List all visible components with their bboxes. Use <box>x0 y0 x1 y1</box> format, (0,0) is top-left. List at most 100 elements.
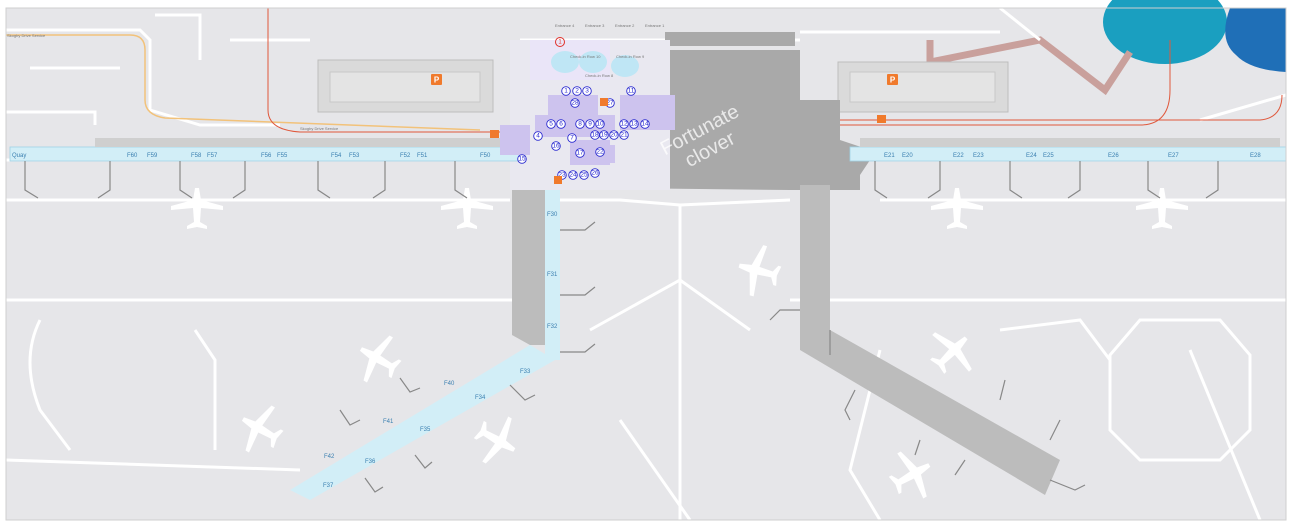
gate-f32[interactable]: F32 <box>547 324 558 330</box>
marker-16[interactable]: 16 <box>552 143 560 150</box>
service-road <box>6 34 481 131</box>
red-marker-label: 1 <box>558 40 562 46</box>
parking-west-icon[interactable]: P <box>431 74 442 85</box>
south-pier-gates <box>545 190 560 360</box>
gate-f35[interactable]: F35 <box>420 427 431 433</box>
gate-f33[interactable]: F33 <box>520 369 531 375</box>
marker-19[interactable]: 19 <box>600 132 608 139</box>
road-network <box>5 6 1287 521</box>
gate-e22[interactable]: E22 <box>953 153 964 159</box>
south-pier-gate-labels: F30 F31 F32 F33 F34 F35 F36 F37 F40 F41 … <box>323 212 558 489</box>
parking-east-icon[interactable]: P <box>887 74 898 85</box>
poi-marker-numbers: 1 2 3 4 5 6 7 8 9 10 11 12 13 14 15 16 1… <box>518 88 649 179</box>
marker-5[interactable]: 5 <box>549 121 553 128</box>
gate-f54[interactable]: F54 <box>331 153 342 159</box>
jet-bridges <box>24 161 1219 493</box>
south-pier <box>512 190 545 345</box>
west-corridor-roof <box>95 138 525 147</box>
map-frame <box>5 7 1287 521</box>
check-in-row-9: Check-in Row 9 <box>616 54 645 59</box>
red-marker[interactable]: 1 <box>555 37 565 47</box>
entrance-4[interactable]: Entrance 4 <box>555 23 575 28</box>
gate-f58[interactable]: F58 <box>191 153 202 159</box>
entrance-1[interactable]: Entrance 1 <box>645 23 665 28</box>
entrance-3[interactable]: Entrance 3 <box>585 23 605 28</box>
gate-f41[interactable]: F41 <box>383 419 394 425</box>
marker-27[interactable]: 27 <box>606 100 614 107</box>
marker-9[interactable]: 9 <box>588 121 592 128</box>
gate-e23[interactable]: E23 <box>973 153 984 159</box>
marker-8[interactable]: 8 <box>578 121 582 128</box>
check-in-island-8[interactable] <box>611 55 639 77</box>
marker-13[interactable]: 13 <box>630 121 638 128</box>
gate-e20[interactable]: E20 <box>902 153 913 159</box>
rail-line-east-2 <box>840 94 1283 121</box>
gate-f53[interactable]: F53 <box>349 153 360 159</box>
road-label-top-left: Skogby Drive Service <box>7 33 46 38</box>
parking-east-label: P <box>890 76 896 85</box>
east-pier <box>800 185 1060 495</box>
gate-e27[interactable]: E27 <box>1168 153 1179 159</box>
gate-e28[interactable]: E28 <box>1250 153 1261 159</box>
marker-14[interactable]: 14 <box>641 121 649 128</box>
gate-f60[interactable]: F60 <box>127 153 138 159</box>
orange-service-icons <box>490 98 886 184</box>
check-in-island-9[interactable] <box>579 51 607 73</box>
gate-f57[interactable]: F57 <box>207 153 218 159</box>
marker-10[interactable]: 10 <box>596 121 604 128</box>
parking-west-label: P <box>434 76 440 85</box>
sea-area <box>1225 8 1286 72</box>
marker-3[interactable]: 3 <box>585 88 589 95</box>
east-gate-corridor <box>849 146 1287 162</box>
gate-e24[interactable]: E24 <box>1026 153 1037 159</box>
marker-12[interactable]: 12 <box>620 121 628 128</box>
marker-1[interactable]: 1 <box>564 88 568 95</box>
marker-23[interactable]: 23 <box>558 172 566 179</box>
marker-25[interactable]: 25 <box>580 172 588 179</box>
gate-f31[interactable]: F31 <box>547 272 558 278</box>
marker-11[interactable]: 11 <box>628 88 635 95</box>
gate-f37[interactable]: F37 <box>323 483 334 489</box>
gate-f40[interactable]: F40 <box>444 381 455 387</box>
parking-deck-west <box>329 71 481 103</box>
quay-label: Quay <box>12 153 26 159</box>
check-in-row-10: Check-in Row 10 <box>570 54 601 59</box>
marker-15[interactable]: 15 <box>518 156 526 163</box>
marker-22[interactable]: 22 <box>596 149 604 156</box>
marker-24[interactable]: 24 <box>569 172 577 179</box>
gate-f36[interactable]: F36 <box>365 459 376 465</box>
check-in-row-8: Check-in Row 8 <box>585 73 614 78</box>
south-pier-diagonal <box>290 345 555 500</box>
marker-28[interactable]: 28 <box>571 100 579 107</box>
gate-f56[interactable]: F56 <box>261 153 272 159</box>
rail-line-east <box>840 40 1171 126</box>
check-in-island-10[interactable] <box>551 51 579 73</box>
marker-4[interactable]: 4 <box>536 133 540 140</box>
marker-2[interactable]: 2 <box>575 88 579 95</box>
terminal-north-block <box>665 32 795 46</box>
entrance-2[interactable]: Entrance 2 <box>615 23 635 28</box>
lake <box>1103 0 1227 64</box>
gate-f34[interactable]: F34 <box>475 395 486 401</box>
marker-18[interactable]: 18 <box>591 132 599 139</box>
marker-17[interactable]: 17 <box>576 150 584 157</box>
parking-deck-east <box>849 71 996 103</box>
west-pier-gate-labels: F60 F59 F58 F57 F56 F55 F54 F53 F52 F51 … <box>127 153 491 159</box>
gate-f51[interactable]: F51 <box>417 153 428 159</box>
marker-20[interactable]: 20 <box>610 132 618 139</box>
gate-f59[interactable]: F59 <box>147 153 158 159</box>
gate-f50[interactable]: F50 <box>480 153 491 159</box>
gate-f30[interactable]: F30 <box>547 212 558 218</box>
marker-21[interactable]: 21 <box>620 132 628 139</box>
marker-7[interactable]: 7 <box>570 135 574 142</box>
east-corridor-roof <box>860 138 1280 147</box>
gate-f52[interactable]: F52 <box>400 153 411 159</box>
gate-e26[interactable]: E26 <box>1108 153 1119 159</box>
marker-26[interactable]: 26 <box>591 170 599 177</box>
marker-6[interactable]: 6 <box>559 121 563 128</box>
gate-f55[interactable]: F55 <box>277 153 288 159</box>
gate-e21[interactable]: E21 <box>884 153 895 159</box>
gate-f42[interactable]: F42 <box>324 454 335 460</box>
gate-e25[interactable]: E25 <box>1043 153 1054 159</box>
